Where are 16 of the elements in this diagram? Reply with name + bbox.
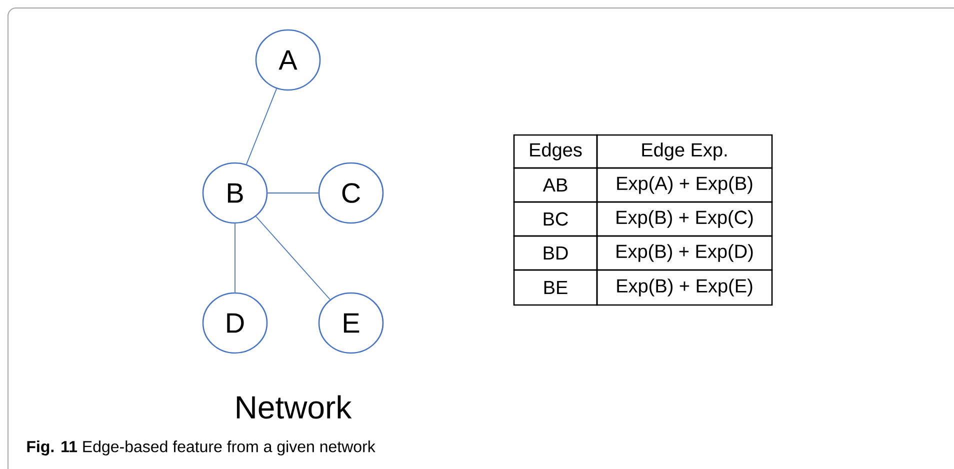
- edge-line: [256, 216, 330, 300]
- table-cell: BC: [513, 201, 598, 237]
- table-cell: Edge Exp.: [596, 134, 773, 169]
- edge-line: [246, 88, 278, 165]
- table-cell: Exp(B) + Exp(E): [596, 269, 773, 306]
- table-cell: BE: [513, 269, 598, 306]
- edge-line: [267, 192, 319, 194]
- table-cell: Exp(B) + Exp(D): [596, 235, 773, 271]
- table-cell: Exp(A) + Exp(B): [596, 167, 773, 203]
- table-cell: BD: [513, 235, 598, 271]
- table-cell: Edges: [513, 134, 598, 169]
- caption: Fig. 11 Edge-based feature from a given network: [27, 440, 376, 456]
- table-cell: Exp(B) + Exp(C): [596, 201, 773, 237]
- edge-line: [234, 223, 236, 293]
- table-cell: AB: [513, 167, 598, 203]
- heading: Network: [236, 395, 352, 419]
